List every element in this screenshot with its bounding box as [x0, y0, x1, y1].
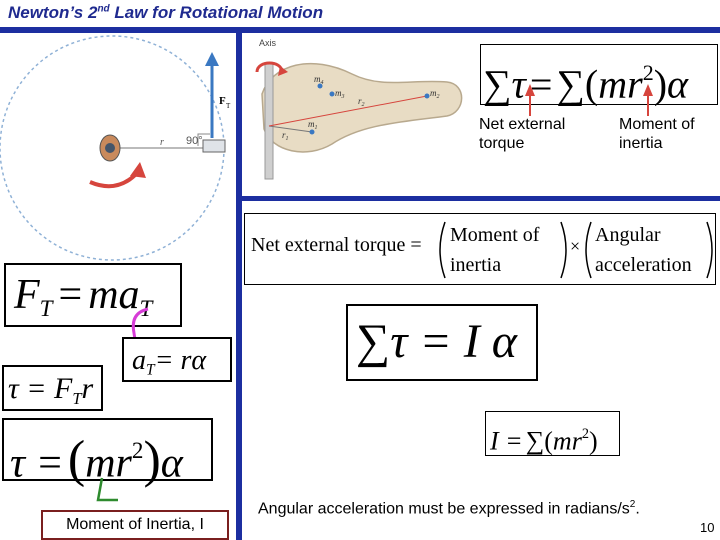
tangential-acceleration-box: aT= rα [122, 337, 232, 382]
sigma-symbol: ∑ [483, 61, 512, 107]
equals-sign: = [529, 61, 553, 107]
moment-of-inertia-label: Moment of Inertia, I [66, 516, 204, 533]
mass-3-label: m3 [335, 88, 345, 100]
top-rule [0, 27, 720, 33]
equals-sign: = [58, 272, 83, 318]
newton-second-law-box: FT=maT [4, 263, 182, 327]
title-rest: Law for Rotational Motion [109, 3, 324, 22]
net-external-torque-caption: Net external torque [479, 116, 566, 152]
moment-of-label: Moment of [450, 224, 540, 246]
exponent-2: 2 [131, 437, 144, 463]
torque-force-box: τ = FTr [2, 365, 103, 411]
title-text: Newton’s 2 [8, 3, 98, 22]
mr-symbol: mr [552, 426, 582, 456]
tau-symbol: τ [511, 61, 526, 107]
word-equation-left: Net external torque = [251, 234, 422, 256]
page-number: 10 [700, 520, 715, 535]
angular-label: Angular [595, 224, 661, 246]
force-subscript: T [39, 295, 53, 322]
exponent: 2 [581, 426, 589, 442]
word-equation: Net external torque = Moment of inertia … [244, 213, 716, 285]
mr-term: mr [598, 61, 643, 107]
inertia-definition-box: I =∑(mr2) [485, 411, 620, 456]
sigma-symbol: ∑ [356, 315, 391, 368]
green-connector [96, 477, 118, 502]
alpha-symbol: α [160, 440, 183, 487]
svg-text:F: F [219, 95, 226, 107]
a-symbol: a [132, 345, 146, 376]
a-rest: = rα [154, 345, 207, 376]
force-symbol: F [14, 272, 40, 318]
sigma-symbol-2: ∑ [556, 61, 585, 107]
page-title: Newton’s 2nd Law for Rotational Motion [8, 3, 323, 23]
times-sign: × [570, 236, 581, 256]
mass-2-label: m2 [430, 88, 440, 100]
torque-inertia-box: τ =(mr2)α [2, 418, 213, 488]
svg-text:T: T [226, 102, 231, 110]
ft-subscript: T [72, 388, 82, 408]
force-label: F T [219, 95, 231, 110]
caption-pointers [525, 84, 653, 116]
moment-of-inertia-label-box: Moment of Inertia, I [41, 510, 229, 540]
exponent: 2 [642, 60, 654, 85]
torque-i-alpha-box: ∑τ = I α [346, 304, 538, 381]
i-alpha-rest: τ = I α [390, 315, 517, 368]
angle-label: 90° [186, 135, 203, 147]
vertical-rule [236, 33, 242, 540]
tau-ft: τ = F [8, 372, 73, 405]
inertia-label: inertia [450, 254, 502, 276]
ma-term: ma [88, 272, 140, 318]
rigid-body-figure: Axis m1 m2 m3 m4 r1 r2 [255, 38, 463, 180]
note-text: Angular acceleration must be expressed i… [258, 500, 630, 518]
axis-label: Axis [259, 38, 277, 48]
radius-2-label: r2 [358, 96, 365, 108]
sigma-symbol: ∑ [525, 426, 545, 456]
tau-eq: τ = [10, 440, 64, 487]
units-note: Angular acceleration must be expressed i… [258, 499, 640, 518]
mass-4-label: m4 [314, 74, 324, 86]
note-sup: 2 [629, 499, 636, 510]
alpha-symbol: α [667, 61, 689, 107]
circular-motion-figure: F T 90° r [0, 35, 231, 261]
sum-torque-equation: ∑τ=∑(mr2)α [480, 44, 718, 107]
title-sup: nd [97, 3, 110, 15]
i-equals: I = [490, 426, 523, 456]
radius-1-label: r1 [282, 130, 289, 142]
radius-label: r [160, 137, 164, 148]
mass-1-label: m1 [308, 119, 318, 131]
middle-rule [242, 196, 720, 201]
a-subscript: T [146, 361, 155, 379]
mr-symbol: mr [85, 440, 132, 487]
r-symbol: r [81, 372, 94, 405]
note-end: . [635, 500, 640, 518]
acceleration-label: acceleration [595, 254, 692, 276]
moment-of-inertia-caption: Moment of inertia [619, 116, 695, 152]
